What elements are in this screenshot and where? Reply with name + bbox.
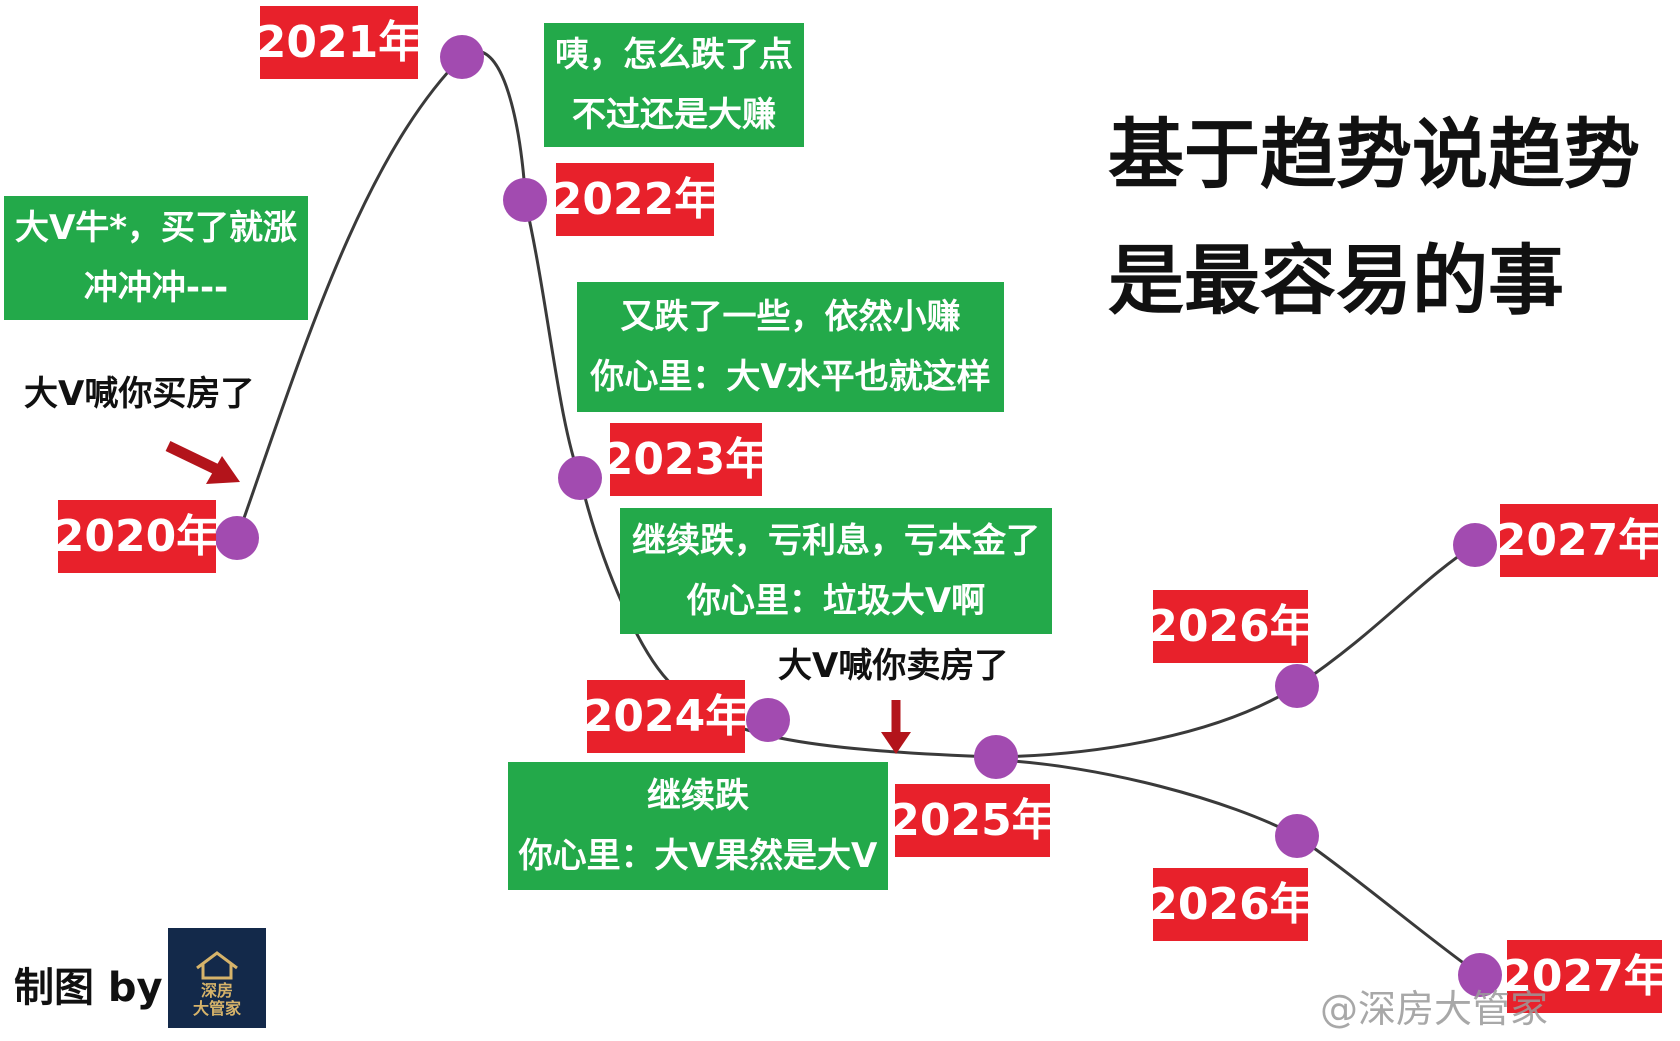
- note-2021-line1: 咦，怎么跌了点: [555, 35, 793, 75]
- note-2023: 继续跌，亏利息，亏本金了 你心里：垃圾大V啊: [620, 508, 1052, 634]
- note-2022-line1: 又跌了一些，依然小赚: [620, 297, 961, 337]
- year-label-2020: 2020年: [58, 500, 216, 573]
- point-2026-down: [1275, 814, 1319, 858]
- note-2021-line2: 不过还是大赚: [572, 95, 776, 135]
- point-2021: [440, 35, 484, 79]
- headline-line1: 基于趋势说趋势: [1108, 110, 1640, 199]
- point-2023: [558, 456, 602, 500]
- point-2022: [503, 178, 547, 222]
- sell-label: 大V喊你卖房了: [778, 646, 1009, 686]
- point-2027-down: [1458, 953, 1502, 997]
- year-label-2025: 2025年: [895, 784, 1050, 857]
- note-2020: 大V牛*，买了就涨 冲冲冲---: [4, 196, 308, 320]
- point-2026-up: [1275, 664, 1319, 708]
- year-label-2022: 2022年: [556, 163, 714, 236]
- point-2020: [215, 516, 259, 560]
- brand-logo: 深房 大管家: [168, 928, 266, 1028]
- year-label-2027-up: 2027年: [1500, 504, 1658, 577]
- headline: 基于趋势说趋势 是最容易的事: [1108, 92, 1640, 344]
- watermark: @深房大管家: [1320, 987, 1549, 1031]
- point-2025: [974, 735, 1018, 779]
- note-2024-line2: 你心里：大V果然是大V: [518, 836, 878, 876]
- year-label-2027-down: 2027年: [1507, 940, 1662, 1013]
- point-2024: [746, 698, 790, 742]
- logo-line2: 大管家: [192, 999, 241, 1018]
- trend-curve: [235, 49, 1476, 759]
- point-2027-up: [1453, 523, 1497, 567]
- note-2024: 继续跌 你心里：大V果然是大V: [508, 762, 888, 890]
- year-label-2024: 2024年: [587, 680, 745, 753]
- buy-arrow: [165, 441, 240, 484]
- note-2022: 又跌了一些，依然小赚 你心里：大V水平也就这样: [577, 282, 1004, 412]
- note-2023-line1: 继续跌，亏利息，亏本金了: [632, 521, 1040, 561]
- year-label-2026-up: 2026年: [1153, 590, 1308, 663]
- note-2020-line1: 大V牛*，买了就涨: [14, 208, 298, 248]
- logo-line1: 深房: [200, 981, 233, 1000]
- year-label-2026-down: 2026年: [1153, 868, 1308, 941]
- sell-arrow: [881, 700, 911, 754]
- year-label-2023: 2023年: [610, 423, 762, 496]
- house-icon: [196, 951, 238, 980]
- year-label-2021: 2021年: [260, 6, 418, 79]
- note-2020-line2: 冲冲冲---: [83, 268, 229, 308]
- note-2024-line1: 继续跌: [647, 776, 749, 816]
- note-2022-line2: 你心里：大V水平也就这样: [590, 357, 991, 397]
- note-2021: 咦，怎么跌了点 不过还是大赚: [544, 23, 804, 147]
- headline-line2: 是最容易的事: [1108, 236, 1564, 325]
- credit-text: 制图 by: [14, 965, 163, 1011]
- buy-label: 大V喊你买房了: [24, 374, 255, 414]
- note-2023-line2: 你心里：垃圾大V啊: [686, 581, 986, 621]
